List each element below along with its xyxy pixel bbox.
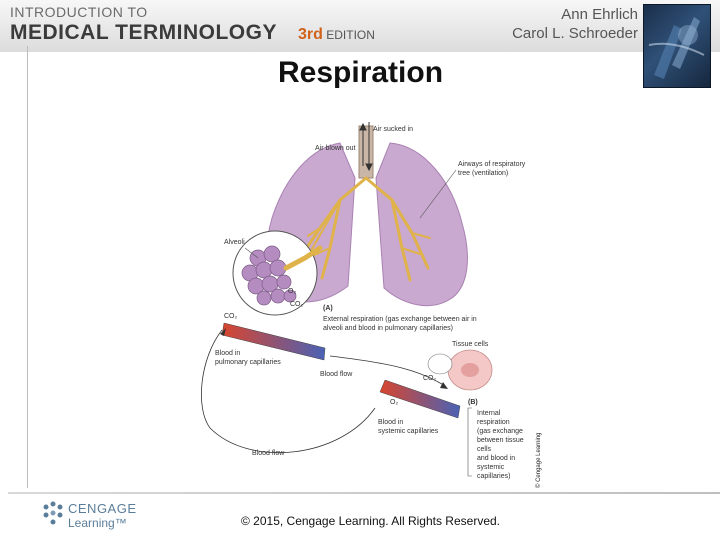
label-alveoli: Alveoli <box>224 239 245 246</box>
edition-word: EDITION <box>326 28 375 42</box>
label-internal-line3: (gas exchange <box>477 428 523 435</box>
header-banner: INTRODUCTION TO MEDICAL TERMINOLOGY 3rd … <box>0 0 720 52</box>
blood-flow-arrowhead-top <box>440 382 448 389</box>
label-internal-line6: and blood in <box>477 455 515 462</box>
author-1: Ann Ehrlich <box>561 6 638 23</box>
label-external-line1: External respiration (gas exchange betwe… <box>323 316 477 323</box>
label-airways-line2: tree (ventilation) <box>458 170 508 177</box>
blood-flow-loop-arrowhead <box>220 328 226 336</box>
alveoli-leader-line <box>244 247 259 259</box>
label-blood-sys-line2: systemic capillaries <box>378 428 439 435</box>
logo-text-learning: Learning™ <box>68 516 127 530</box>
cengage-logo: CENGAGE Learning™ <box>40 499 140 533</box>
trachea <box>358 125 374 179</box>
internal-bracket <box>467 407 472 477</box>
label-panel-b: (B) <box>468 399 478 406</box>
label-airways-line1: Airways of respiratory <box>458 161 526 168</box>
gas-bubble <box>427 353 453 375</box>
label-internal-line7: systemic <box>477 464 505 471</box>
label-tissue-cells: Tissue cells <box>452 341 489 348</box>
label-internal-line4: between tissue <box>477 437 524 444</box>
air-flow-arrows <box>359 122 373 172</box>
label-co2-pulmonary: CO₂ <box>224 313 238 320</box>
pulmonary-capillary <box>221 322 326 361</box>
label-o2-systemic: O₂ <box>390 399 398 406</box>
label-blood-pulm-line2: pulmonary capillaries <box>215 359 281 366</box>
label-co2-alveoli: CO₂ <box>290 301 304 308</box>
respiration-diagram: Air sucked in Air blown out Airways of r… <box>201 122 526 480</box>
label-air-sucked-in: Air sucked in <box>373 126 413 133</box>
left-divider <box>27 46 28 488</box>
bronchiole <box>283 245 323 271</box>
logo-text-cengage: CENGAGE <box>68 501 137 516</box>
airways-leader-line <box>419 169 457 219</box>
book-title-line2: MEDICAL TERMINOLOGY <box>10 21 277 44</box>
label-external-line2: alveoli and blood in pulmonary capillari… <box>323 325 453 332</box>
edition-number: 3rd <box>298 26 323 43</box>
edition-label: 3rd EDITION <box>298 26 375 44</box>
right-lung <box>375 142 468 307</box>
blood-flow-arrow-top <box>329 355 446 387</box>
label-internal-line1: Internal <box>477 410 501 417</box>
image-credit: © Cengage Learning <box>536 432 542 488</box>
systemic-capillary <box>379 379 461 419</box>
tissue-cell-nucleus <box>461 363 479 377</box>
label-internal-line5: cells <box>477 446 492 453</box>
book-cover-art <box>648 17 705 79</box>
label-air-blown-out: Air blown out <box>315 145 356 152</box>
label-blood-flow-bottom: Blood flow <box>252 450 285 457</box>
footer-divider <box>8 492 720 494</box>
label-co2-tissue: CO₂ <box>423 375 437 382</box>
label-blood-pulm-line1: Blood in <box>215 350 240 357</box>
book-title-line1: INTRODUCTION TO <box>10 4 148 20</box>
label-internal-line8: capillaries) <box>477 473 510 480</box>
cengage-logo-mark <box>43 501 63 525</box>
label-internal-line2: respiration <box>477 419 510 426</box>
copyright-notice: © 2015, Cengage Learning. All Rights Res… <box>241 514 501 528</box>
label-blood-flow-top: Blood flow <box>320 371 353 378</box>
blood-flow-loop <box>201 329 376 454</box>
book-cover-image <box>643 4 711 88</box>
slide-title: Respiration <box>278 56 444 89</box>
author-2: Carol L. Schroeder <box>512 25 638 42</box>
label-o2-alveoli: O₂ <box>288 288 296 295</box>
label-panel-a: (A) <box>323 305 333 312</box>
label-blood-sys-line1: Blood in <box>378 419 403 426</box>
